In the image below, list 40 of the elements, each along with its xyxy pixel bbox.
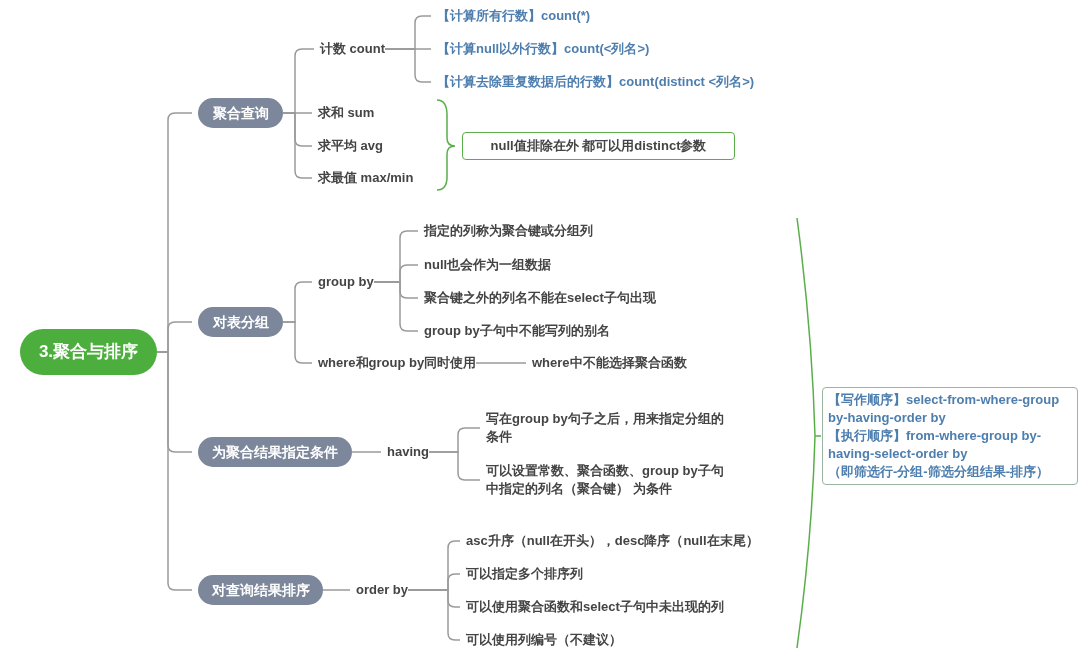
topic-pill: 对表分组 <box>198 307 283 337</box>
order-text: （即筛选行-分组-筛选分组结果-排序） <box>828 463 1050 481</box>
branch-text: 求和 sum <box>318 104 375 122</box>
branch-text: 可以使用列编号（不建议） <box>466 631 622 648</box>
topic-pill: 聚合查询 <box>198 98 283 128</box>
branch-text: 求最值 max/min <box>318 169 414 187</box>
branch-text: 可以设置常数、聚合函数、group by子句中指定的列名（聚合键） 为条件 <box>486 462 726 498</box>
branch-text: 【计算去除重复数据后的行数】count(distinct <列名>) <box>437 73 755 91</box>
branch-text: 【计算所有行数】count(*) <box>437 7 591 25</box>
branch-text: null也会作为一组数据 <box>424 256 552 274</box>
connector-line <box>282 112 313 179</box>
connector-line <box>322 589 351 591</box>
topic-pill: 为聚合结果指定条件 <box>198 437 352 467</box>
summary-box <box>822 387 1078 485</box>
branch-text: asc升序（null在开头），desc降序（null在末尾） <box>466 532 759 550</box>
summary-box: null值排除在外 都可以用distinct参数 <box>462 132 735 160</box>
branch-text: where和group by同时使用 <box>318 354 477 372</box>
branch-text: 聚合键之外的列名不能在select子句出现 <box>424 289 656 307</box>
connector-line <box>475 362 527 364</box>
branch-text: 指定的列称为聚合键或分组列 <box>424 222 593 240</box>
topic-pill: 对查询结果排序 <box>198 575 323 605</box>
connector-line <box>373 281 419 332</box>
branch-text: 计数 count <box>320 40 385 58</box>
branch-text: 求平均 avg <box>318 137 383 155</box>
branch-text: where中不能选择聚合函数 <box>532 354 687 372</box>
connector-line <box>351 451 382 453</box>
branch-text: 写在group by句子之后，用来指定分组的条件 <box>486 410 724 446</box>
branch-text: 【计算null以外行数】count(<列名>) <box>437 40 650 58</box>
branch-text: 可以使用聚合函数和select子句中未出现的列 <box>466 598 724 616</box>
connector-line <box>428 451 481 481</box>
root-topic: 3.聚合与排序 <box>20 329 157 375</box>
order-text: 【执行顺序】from-where-group by-having-select-order by <box>828 427 1043 463</box>
order-text: 【写作顺序】select-from-where-group by-having-order by <box>828 391 1061 427</box>
branch-text: group by子句中不能写列的别名 <box>424 322 610 340</box>
branch-text: group by <box>318 273 374 291</box>
connector-line <box>384 48 432 83</box>
branch-text: having <box>387 443 429 461</box>
branch-text: order by <box>356 581 408 599</box>
branch-text: 可以指定多个排序列 <box>466 565 583 583</box>
connector-line <box>282 321 313 364</box>
